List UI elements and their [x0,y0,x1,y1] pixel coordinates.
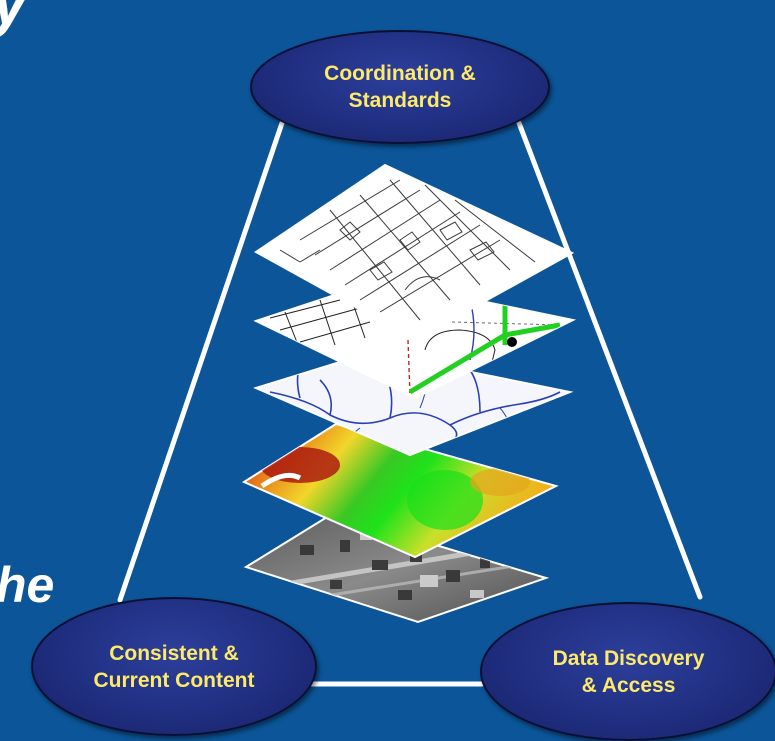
connector-top-right [516,120,703,600]
node-consistent-current-content: Consistent & Current Content [31,597,317,736]
node-data-discovery-access: Data Discovery & Access [480,602,775,741]
connector-lines [117,120,703,687]
connector-top-left [117,120,285,603]
cropped-heading-fragment: y [0,0,28,34]
layer-streets [254,163,575,342]
node-coordination-standards: Coordination & Standards [250,30,550,144]
layer-elevation [241,422,559,559]
cropped-text-fragment: he [0,557,55,613]
layer-orthoimagery [243,512,550,624]
